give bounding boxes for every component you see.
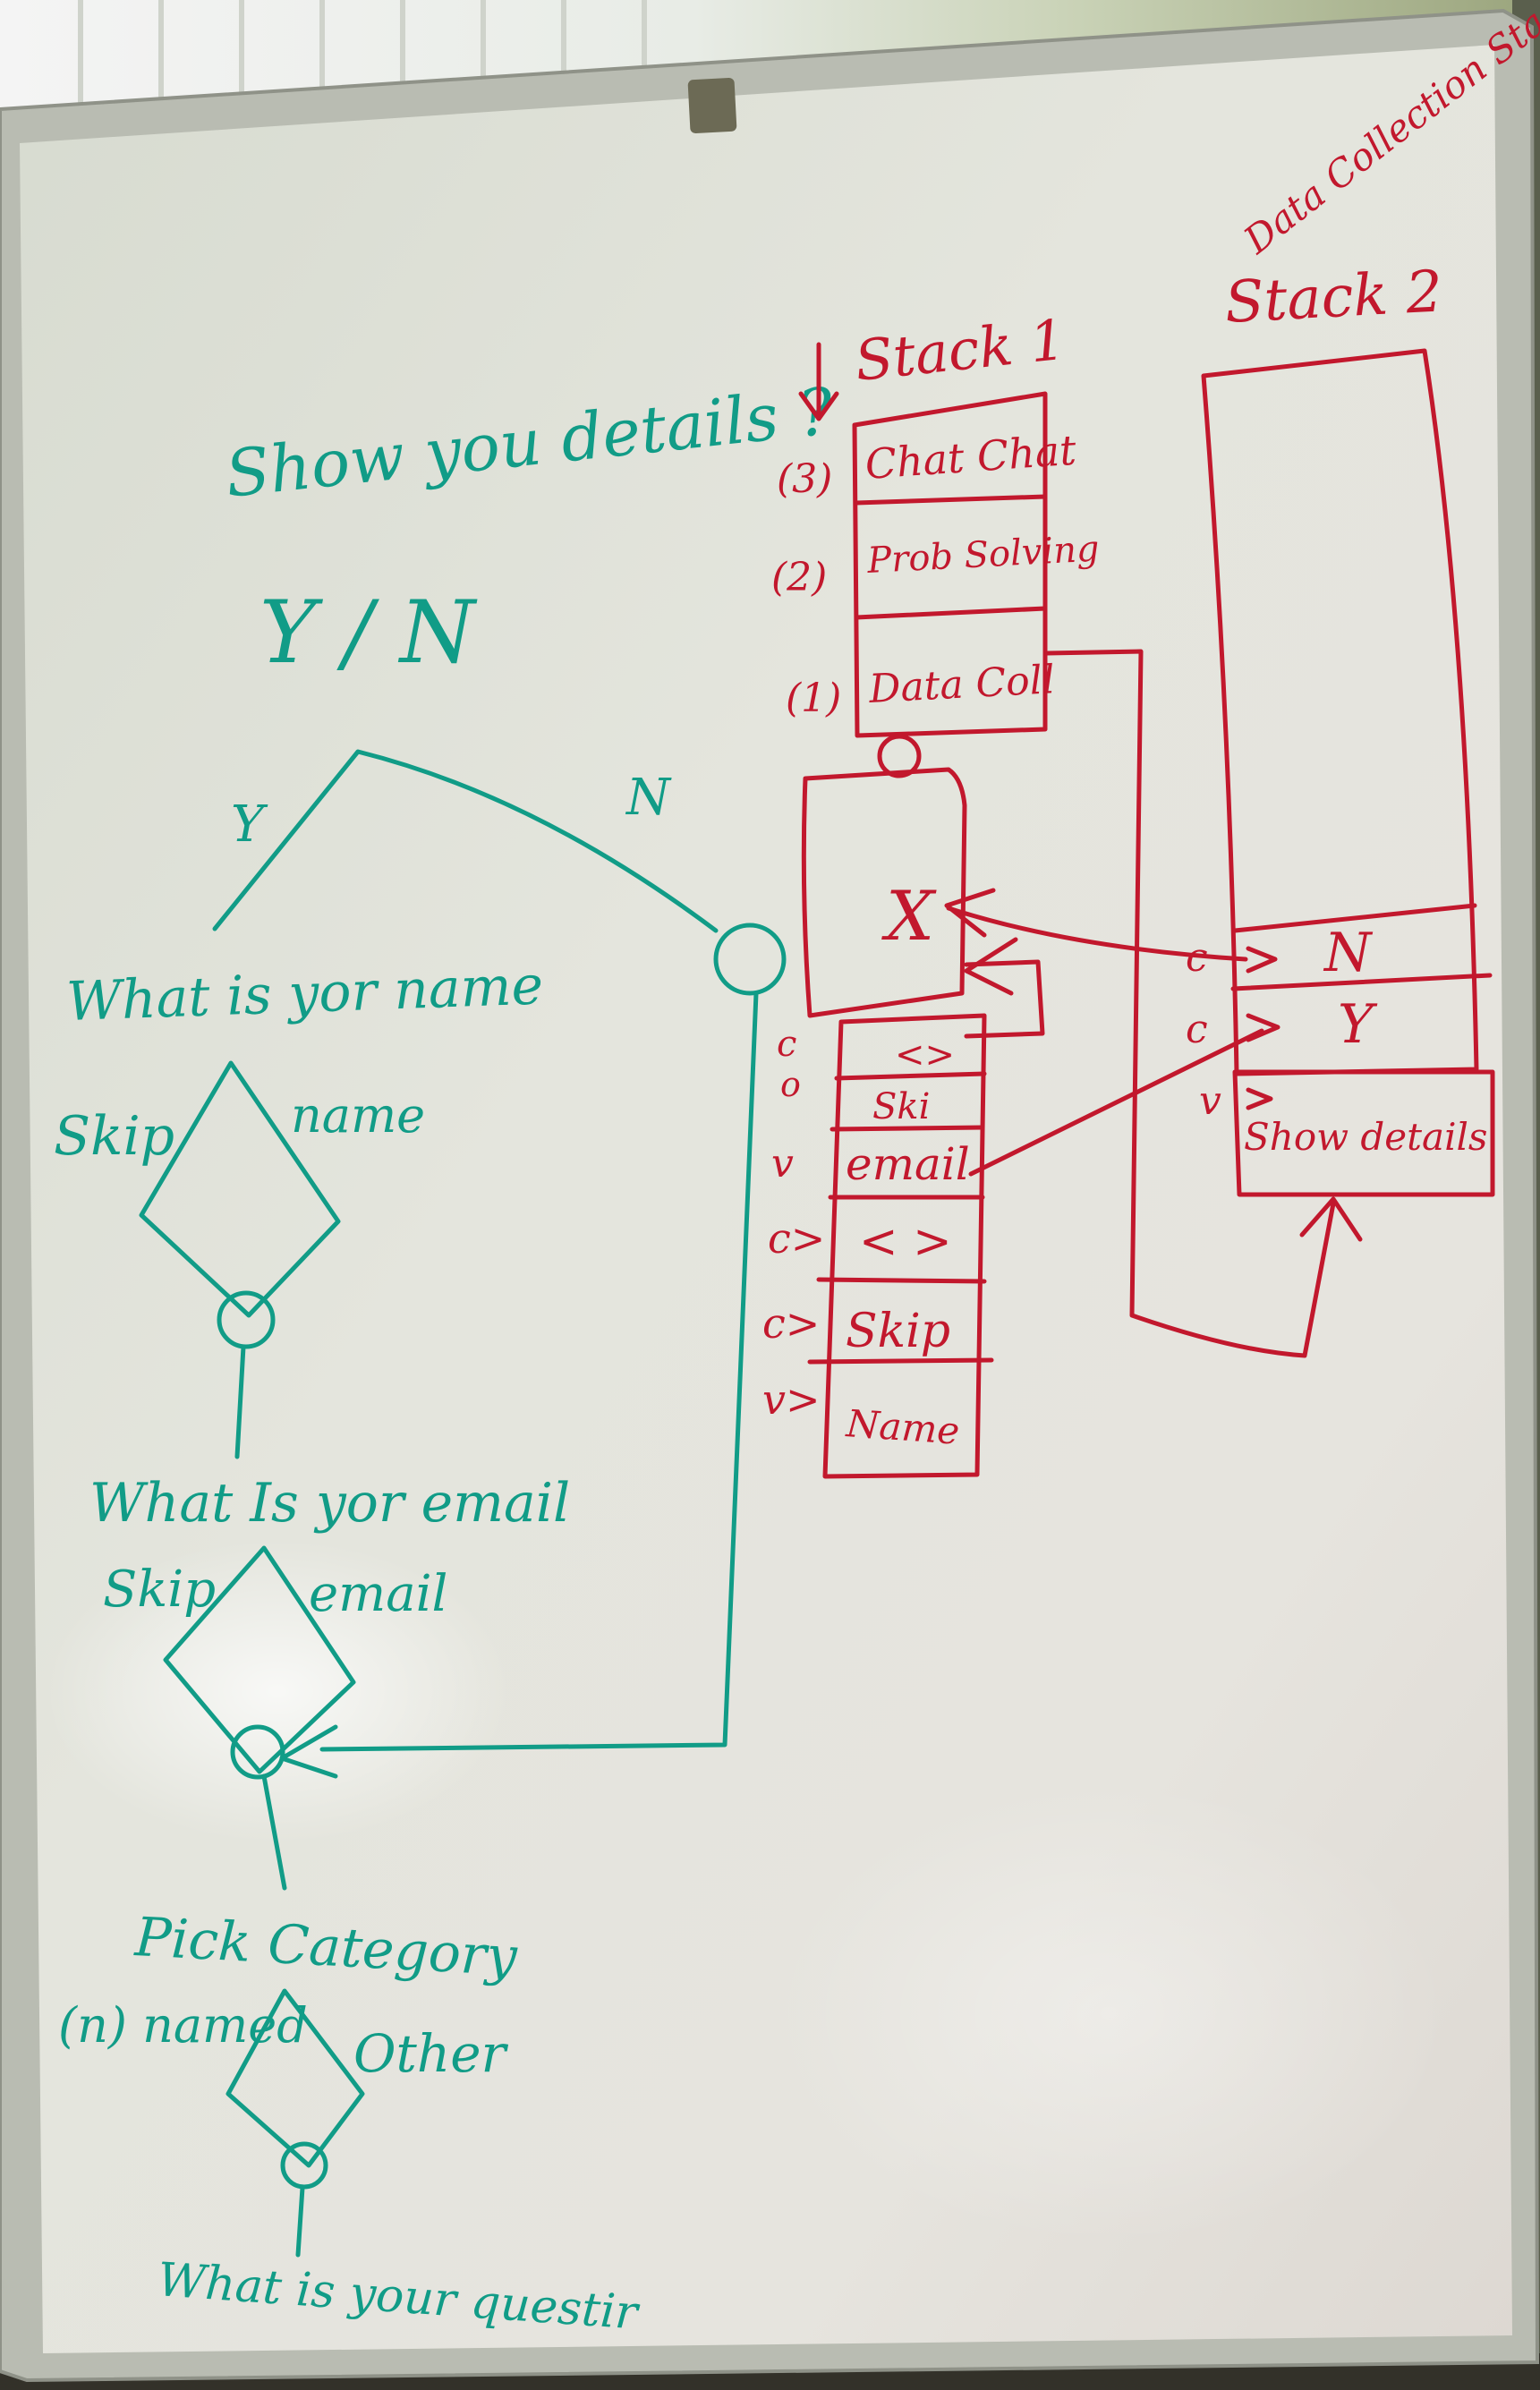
stack-1-diagram: Stack 1 (3) Chat Chat (2) Prob Solving (… xyxy=(762,307,1101,1479)
stack-1-box xyxy=(852,391,1048,738)
substack-divider-4 xyxy=(816,1277,987,1284)
substack-divider-1 xyxy=(834,1071,987,1081)
email-join-circle xyxy=(230,1724,285,1780)
stack-1-divider-1 xyxy=(854,494,1048,506)
n-cell-to-x-arrow xyxy=(946,906,1248,962)
connector-arrowhead xyxy=(1299,1196,1363,1242)
stack-1-link-circle xyxy=(877,734,922,778)
substack-cell-2-tag: o xyxy=(780,1065,801,1104)
stack-1-substack-box xyxy=(822,1013,987,1479)
email-diamond xyxy=(163,1545,356,1774)
light-glare-lower xyxy=(770,1781,1450,2246)
n-arrowhead xyxy=(944,888,996,938)
stack-1-to-stack-2-connector xyxy=(1044,649,1336,1358)
stack-2-box xyxy=(1201,348,1479,1076)
active-frame-return xyxy=(964,959,1045,1039)
stack-1-arrow xyxy=(798,342,839,421)
light-glare xyxy=(45,1539,510,1843)
email-skip-label: Skip xyxy=(103,1561,216,1619)
stack-2-cell-2-arrow xyxy=(1246,1013,1280,1042)
active-frame-mark: X xyxy=(881,876,937,956)
stack-2-cell-3-label: Show details xyxy=(1244,1115,1488,1159)
stack-2-cell-3-tag: v xyxy=(1199,1078,1221,1124)
stack-1-level-3-num: (3) xyxy=(777,456,832,502)
stack-1-level-1-label: Data Coll xyxy=(867,657,1056,712)
branch-n-label: N xyxy=(625,769,672,827)
substack-cell-3-tag: v xyxy=(771,1141,794,1186)
substack-divider-2 xyxy=(830,1125,985,1132)
substack-divider-5 xyxy=(807,1357,994,1365)
branch-y-label: Y xyxy=(231,795,268,854)
name-join-circle xyxy=(217,1290,276,1349)
email-to-category-line xyxy=(261,1773,287,1891)
bypass-line xyxy=(319,991,759,1752)
email-to-y-arrow xyxy=(968,1028,1264,1177)
substack-cell-4-tag: c> xyxy=(768,1214,825,1263)
skip-node-circle xyxy=(713,923,787,996)
stack-1-level-1-num: (1) xyxy=(786,676,841,721)
name-diamond xyxy=(139,1060,341,1318)
name-skip-label: Skip xyxy=(54,1105,174,1168)
substack-cell-5-tag: c> xyxy=(762,1299,820,1348)
substack-cell-3-label: email xyxy=(846,1138,970,1190)
active-frame-box xyxy=(801,767,967,1018)
substack-cell-6-tag: v> xyxy=(762,1375,821,1424)
stack-2-cell-3-arrow xyxy=(1246,1087,1273,1110)
category-to-question-line xyxy=(295,2185,305,2258)
email-entry-label: email xyxy=(309,1565,447,1623)
stack-2-cell-1-label: N xyxy=(1323,922,1374,984)
substack-cell-1-label: <> xyxy=(895,1034,955,1076)
active-frame-arrowhead xyxy=(964,937,1018,996)
stack-2-cell-2-tag: c xyxy=(1186,1007,1208,1052)
frame-clip xyxy=(687,77,737,134)
question-email: What Is yor email xyxy=(89,1472,570,1535)
substack-cell-2-label: Ski xyxy=(872,1086,930,1127)
stack-2-bottom-cell xyxy=(1232,1069,1495,1197)
stack-2-cell-2-label: Y xyxy=(1338,993,1378,1056)
category-named-label: (n) named xyxy=(58,1997,308,2054)
substack-cell-4-label: < > xyxy=(859,1215,952,1269)
substack-cell-1-tag: c xyxy=(777,1024,796,1065)
name-entry-label: name xyxy=(291,1087,425,1144)
stack-2-divider-2 xyxy=(1230,973,1493,991)
stack-2-title: Stack 2 xyxy=(1223,259,1444,336)
stack-2-cell-1-arrow xyxy=(1246,946,1278,974)
category-other-label: Other xyxy=(353,2023,509,2084)
name-to-email-line xyxy=(234,1344,246,1459)
stack-2-divider-1 xyxy=(1232,903,1477,933)
stack-1-level-2-num: (2) xyxy=(771,555,827,600)
yes-no-options: Y / N xyxy=(260,583,478,683)
substack-cell-6-label: Name xyxy=(844,1401,961,1453)
split-line xyxy=(212,749,719,933)
substack-cell-5-label: Skip xyxy=(846,1305,950,1358)
category-diamond xyxy=(225,1988,365,2168)
stack-1-divider-2 xyxy=(854,606,1048,620)
